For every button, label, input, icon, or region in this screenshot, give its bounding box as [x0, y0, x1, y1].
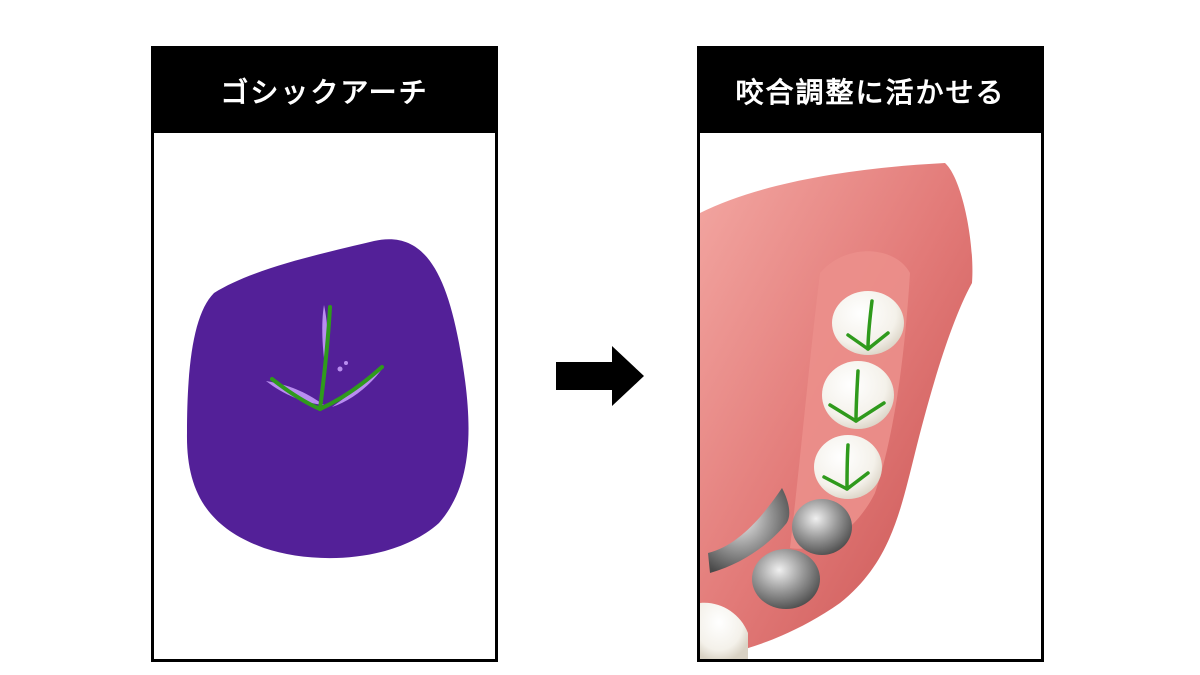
down-arrow-icon: [846, 299, 890, 351]
denture-front-teeth: [700, 602, 748, 659]
denture-metal-crown-2: [752, 549, 820, 609]
gothic-arch-panel: ゴシックアーチ: [151, 46, 498, 662]
tracing-plate-blob: [186, 239, 469, 559]
denture-metal-clasp: [708, 488, 790, 573]
down-arrow-icon: [270, 305, 384, 411]
down-arrow-icon: [828, 369, 886, 423]
down-arrow-icon: [822, 443, 870, 491]
tracing-dot: [337, 366, 343, 372]
denture-photo: [700, 133, 1041, 659]
denture-metal-crown-1: [792, 499, 852, 555]
tracing-dot: [344, 361, 348, 365]
occlusal-adjustment-title: 咬合調整に活かせる: [700, 49, 1041, 133]
gothic-arch-tracing-illustration: [186, 239, 469, 559]
occlusal-adjustment-panel: 咬合調整に活かせる: [697, 46, 1044, 662]
gothic-arch-figure: [154, 133, 495, 659]
gothic-arch-title: ゴシックアーチ: [154, 49, 495, 133]
denture-illustration: [700, 163, 973, 659]
right-arrow-icon: [556, 346, 644, 406]
